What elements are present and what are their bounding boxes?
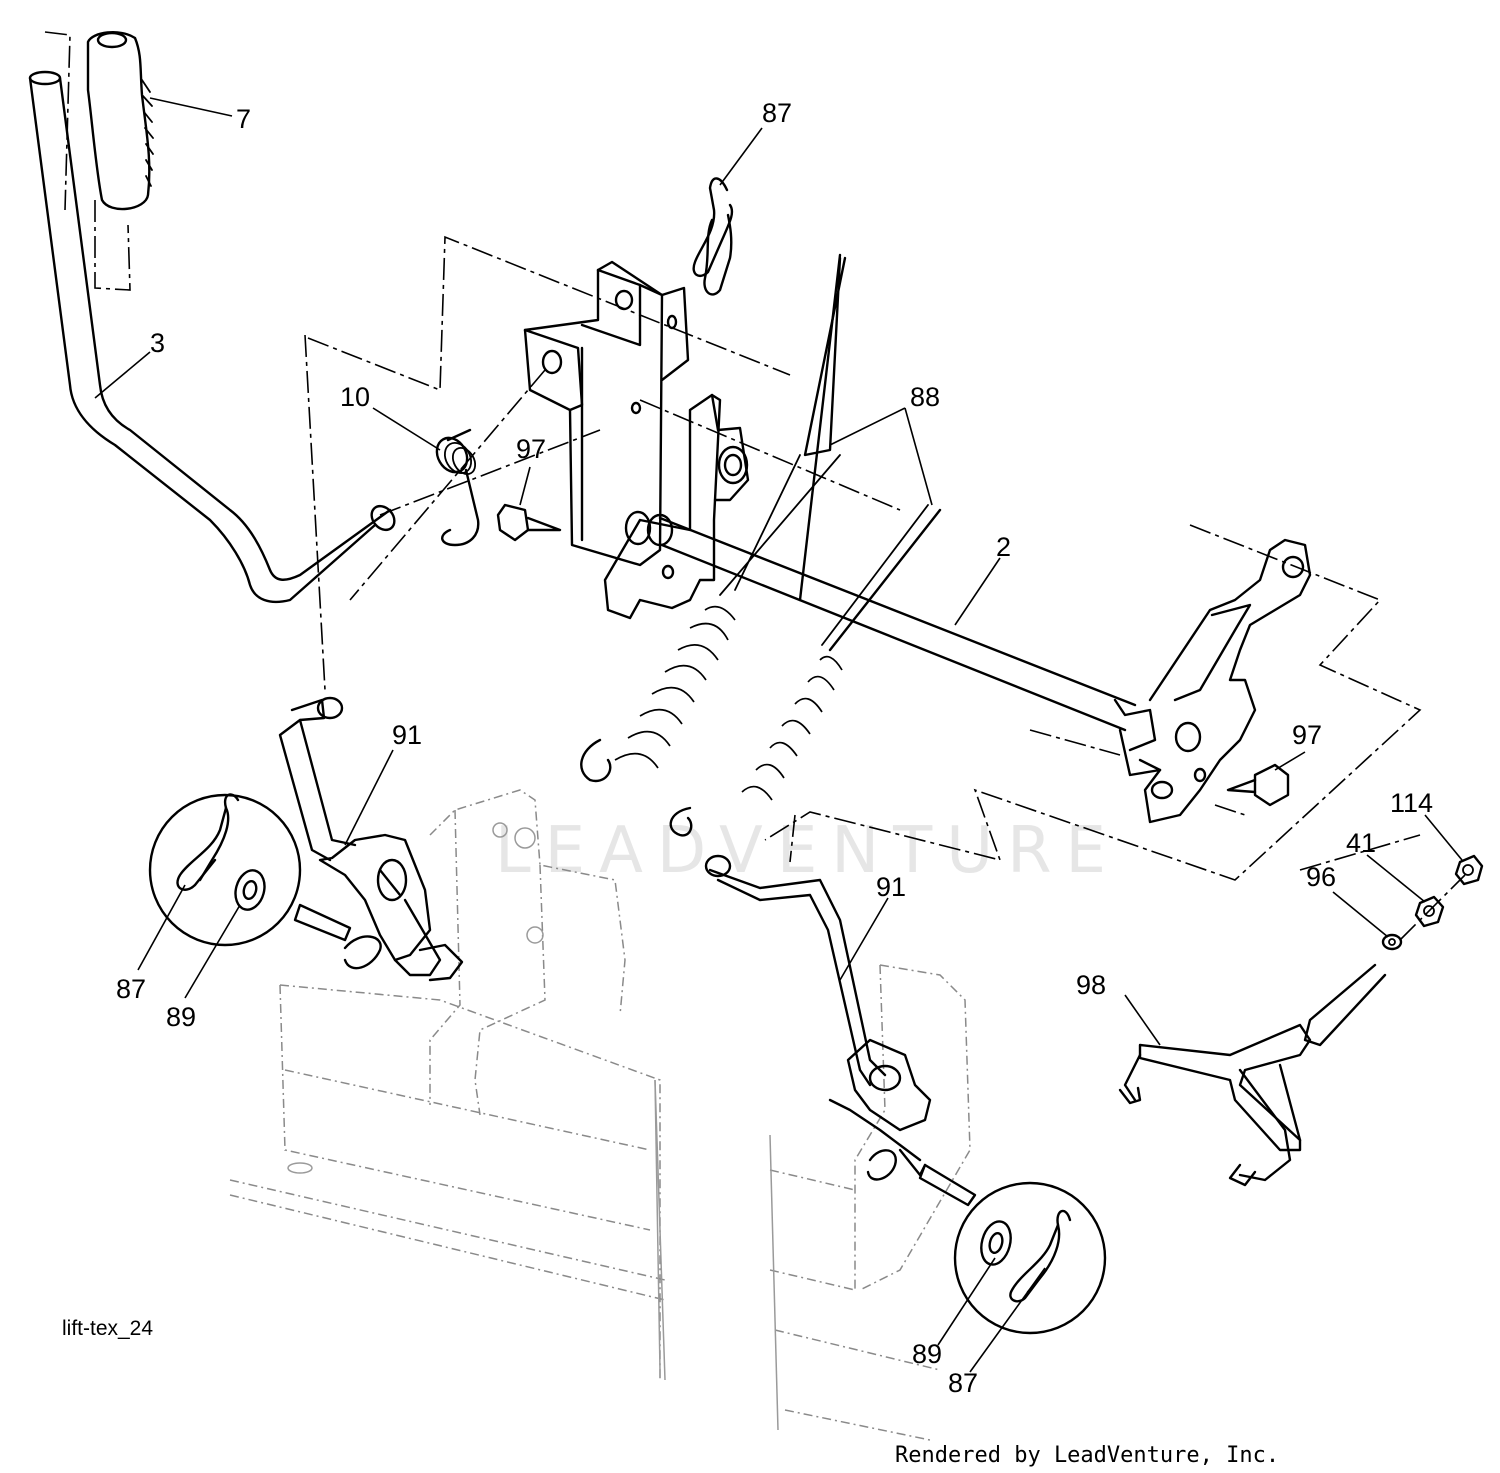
callout-88: 88 xyxy=(910,382,940,412)
handle-grip-7 xyxy=(86,31,154,211)
callout-3: 3 xyxy=(150,328,165,358)
ghost-deck-structure xyxy=(229,789,971,1441)
bracket-98 xyxy=(1118,963,1387,1187)
bolt-97-left xyxy=(496,503,562,542)
watermark-text: LEADVENTURE xyxy=(495,814,1120,888)
figure-id: lift-tex_24 xyxy=(62,1317,153,1340)
callout-98: 98 xyxy=(1076,970,1106,1000)
callout-91-left: 91 xyxy=(392,720,422,750)
callout-89-right: 89 xyxy=(912,1339,942,1369)
lift-shaft-2 xyxy=(658,516,1137,732)
callout-41: 41 xyxy=(1346,828,1376,858)
footer-credit: Rendered by LeadVenture, Inc. xyxy=(895,1443,1279,1468)
callout-97-left: 97 xyxy=(516,434,546,464)
link-91-left xyxy=(278,696,464,982)
callout-97-right: 97 xyxy=(1292,720,1322,750)
callout-87-right: 87 xyxy=(948,1368,978,1398)
detail-circle-right xyxy=(918,1163,1107,1335)
bolt-97-right xyxy=(1226,763,1290,807)
callout-2: 2 xyxy=(996,532,1011,562)
callout-7: 7 xyxy=(236,104,251,134)
callout-10: 10 xyxy=(340,382,370,412)
detail-circle-left xyxy=(148,793,352,947)
pivot-plate xyxy=(603,393,750,620)
link-91-right xyxy=(704,854,932,1181)
hardware-stack xyxy=(1381,854,1484,951)
callout-89-left: 89 xyxy=(166,1002,196,1032)
mount-bracket xyxy=(523,260,690,567)
leader-lines xyxy=(94,97,1463,1373)
callout-114: 114 xyxy=(1390,788,1433,818)
callout-labels: 7 3 87 10 97 88 2 91 97 114 41 96 87 89 … xyxy=(116,98,1433,1398)
callout-87-left: 87 xyxy=(116,974,146,1004)
callout-91-right: 91 xyxy=(876,872,906,902)
callout-96: 96 xyxy=(1306,862,1336,892)
hair-pin-87-top xyxy=(692,177,734,296)
lift-handle-3 xyxy=(28,70,396,604)
extension-springs-88 xyxy=(580,253,942,837)
torsion-spring-10 xyxy=(435,428,480,547)
callout-87-top: 87 xyxy=(762,98,792,128)
right-lift-arm xyxy=(1113,538,1312,824)
